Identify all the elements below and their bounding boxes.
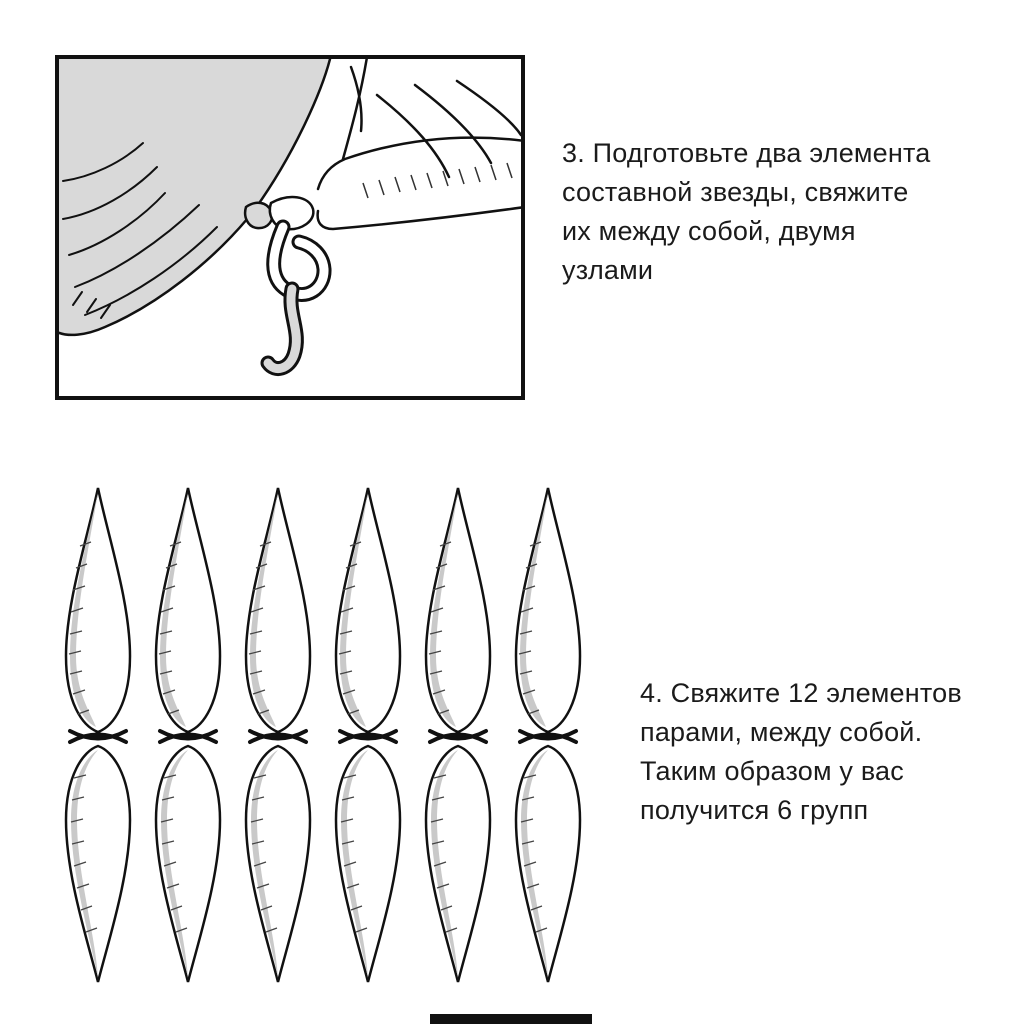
balloon-pair	[64, 486, 132, 984]
gray-tail	[260, 281, 304, 376]
step3-caption: 3. Подготовьте два элемента составной зв…	[562, 138, 931, 286]
pairs-svg	[64, 486, 582, 984]
balloon-pair	[424, 486, 492, 984]
knot-lobe-gray	[243, 201, 274, 230]
white-loop-tube	[266, 219, 332, 302]
balloon-pair	[334, 486, 402, 984]
bottom-bar	[430, 1014, 592, 1024]
step3-illustration-frame	[55, 55, 525, 400]
left-balloon-shape	[59, 59, 332, 337]
right-balloon-outline	[316, 59, 521, 231]
pairs-figure	[52, 484, 594, 984]
right-balloon-hatches	[362, 162, 513, 199]
balloon-pair	[154, 486, 222, 984]
step4-caption: 4. Свяжите 12 элементов парами, между со…	[640, 678, 962, 826]
left-balloon-wrinkles	[62, 142, 218, 319]
knot-illustration	[59, 59, 521, 376]
balloon-pair	[244, 486, 312, 984]
balloon-pair	[514, 486, 582, 984]
